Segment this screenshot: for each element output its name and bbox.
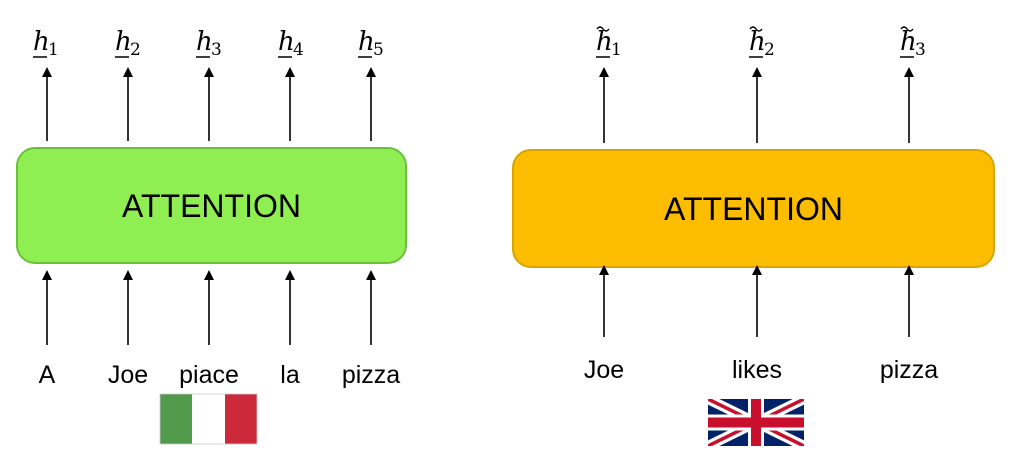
left-output-label: h 4 — [278, 27, 304, 60]
svg-text:h: h — [278, 27, 295, 57]
svg-text:2: 2 — [764, 40, 775, 60]
svg-text:3: 3 — [211, 40, 222, 60]
svg-text:h: h — [749, 27, 766, 57]
left-input-word: A — [39, 361, 56, 389]
left-input-word: Joe — [108, 361, 148, 389]
svg-text:3: 3 — [915, 40, 926, 60]
right-output-label: h 3 — [900, 26, 926, 60]
left-attention-box — [16, 147, 407, 264]
left-input-word: piace — [179, 361, 239, 389]
right-input-word: Joe — [584, 356, 624, 384]
left-input-word: la — [280, 361, 300, 389]
right-attention-block: ATTENTION h 1 h 2 h 3 Joe like — [512, 26, 995, 446]
svg-text:h: h — [900, 27, 917, 57]
uk-flag — [708, 399, 804, 446]
left-output-label: h 3 — [196, 27, 222, 60]
svg-text:h: h — [196, 27, 213, 57]
svg-text:5: 5 — [373, 40, 384, 60]
left-output-label: h 1 — [33, 27, 59, 60]
italy-flag — [159, 393, 258, 445]
right-input-word: pizza — [880, 356, 938, 384]
svg-text:h: h — [33, 27, 50, 57]
svg-text:1: 1 — [611, 40, 622, 60]
svg-text:h: h — [115, 27, 132, 57]
svg-text:1: 1 — [48, 40, 59, 60]
svg-text:h: h — [358, 27, 375, 57]
right-attention-label: ATTENTION — [664, 191, 843, 227]
left-output-label: h 2 — [115, 27, 141, 60]
right-output-label: h 1 — [596, 26, 622, 60]
svg-text:2: 2 — [130, 40, 141, 60]
left-attention-block: ATTENTION h 1 h 2 h 3 h 4 — [16, 27, 407, 445]
right-output-label: h 2 — [749, 26, 775, 60]
svg-text:4: 4 — [293, 40, 304, 60]
left-input-word: pizza — [342, 361, 400, 389]
svg-text:h: h — [596, 27, 613, 57]
left-attention-label: ATTENTION — [122, 188, 301, 224]
right-input-word: likes — [732, 356, 782, 384]
left-output-label: h 5 — [358, 27, 384, 60]
